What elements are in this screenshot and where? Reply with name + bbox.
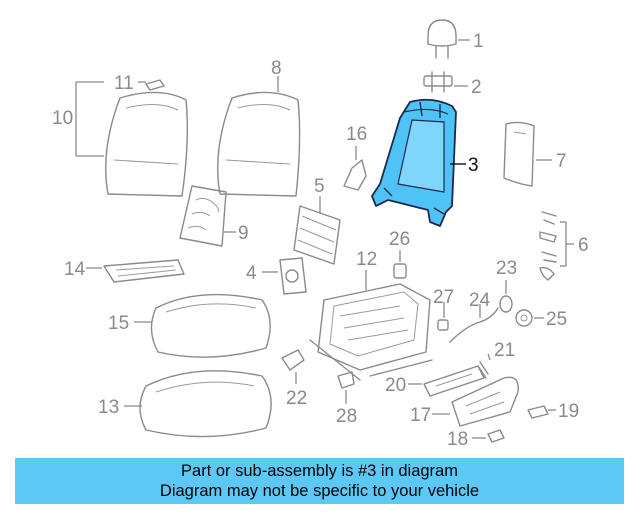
headrest-part[interactable] <box>427 19 457 59</box>
callout-1: 1 <box>473 31 484 52</box>
knob-part[interactable] <box>281 349 305 371</box>
fastener-set-part[interactable] <box>539 211 557 281</box>
clip-27-part[interactable] <box>437 319 449 331</box>
trim-cap-part[interactable] <box>487 429 505 443</box>
bracket-part[interactable] <box>343 159 367 191</box>
parts-diagram: 1 2 3 7 10 11 8 <box>52 19 589 450</box>
callout-26: 26 <box>389 229 410 250</box>
cable-part[interactable] <box>449 307 499 343</box>
cover-cap-part[interactable] <box>527 405 549 419</box>
callout-3: 3 <box>468 155 479 176</box>
callout-27: 27 <box>433 287 454 308</box>
seat-cushion-pad-part[interactable] <box>139 370 272 438</box>
cushion-heater-part[interactable] <box>103 259 185 283</box>
seat-back-frame-part[interactable] <box>371 98 457 227</box>
switch-part[interactable] <box>393 263 407 279</box>
grommet-part[interactable] <box>499 295 513 313</box>
callout-24: 24 <box>469 290 491 311</box>
callout-19: 19 <box>558 401 579 422</box>
callout-17: 17 <box>410 405 431 426</box>
inner-shield-part[interactable] <box>423 365 485 397</box>
callout-28: 28 <box>336 406 357 427</box>
callout-12: 12 <box>356 249 377 270</box>
callout-9: 9 <box>238 223 249 244</box>
seat-cushion-cover-part[interactable] <box>150 293 271 358</box>
callout-6: 6 <box>578 235 589 256</box>
back-panel-part[interactable] <box>503 121 535 187</box>
heater-pad-part[interactable] <box>179 185 227 247</box>
lumbar-support-part[interactable] <box>293 205 341 265</box>
callout-7: 7 <box>556 151 567 172</box>
nut-part[interactable] <box>515 309 533 327</box>
callout-15: 15 <box>108 313 129 334</box>
callout-14: 14 <box>64 259 86 280</box>
callout-16: 16 <box>346 124 367 145</box>
info-banner: Part or sub-assembly is #3 in diagram Di… <box>15 458 624 504</box>
callout-4: 4 <box>246 263 257 284</box>
seat-back-cover-2-part[interactable] <box>217 91 301 197</box>
callout-10: 10 <box>52 108 73 129</box>
callout-23: 23 <box>496 258 517 279</box>
callout-5: 5 <box>314 176 325 197</box>
callout-20: 20 <box>385 375 406 396</box>
cushion-frame-part[interactable] <box>309 283 433 381</box>
lower-bracket-part[interactable] <box>337 371 355 389</box>
callout-13: 13 <box>98 397 119 418</box>
clip-part[interactable] <box>145 79 165 91</box>
callout-18: 18 <box>447 429 468 450</box>
banner-line-1: Part or sub-assembly is #3 in diagram <box>181 462 458 480</box>
callout-11: 11 <box>114 73 134 94</box>
callout-2: 2 <box>471 77 482 98</box>
callout-22: 22 <box>286 388 307 409</box>
callout-21: 21 <box>494 340 515 361</box>
seat-back-cover-part[interactable] <box>105 91 189 197</box>
headrest-guide-part[interactable] <box>423 71 453 93</box>
lumbar-motor-part[interactable] <box>279 257 307 295</box>
outer-shield-part[interactable] <box>451 376 519 427</box>
callout-8: 8 <box>271 58 282 79</box>
callout-25: 25 <box>546 309 567 330</box>
banner-line-2: Diagram may not be specific to your vehi… <box>159 482 480 500</box>
